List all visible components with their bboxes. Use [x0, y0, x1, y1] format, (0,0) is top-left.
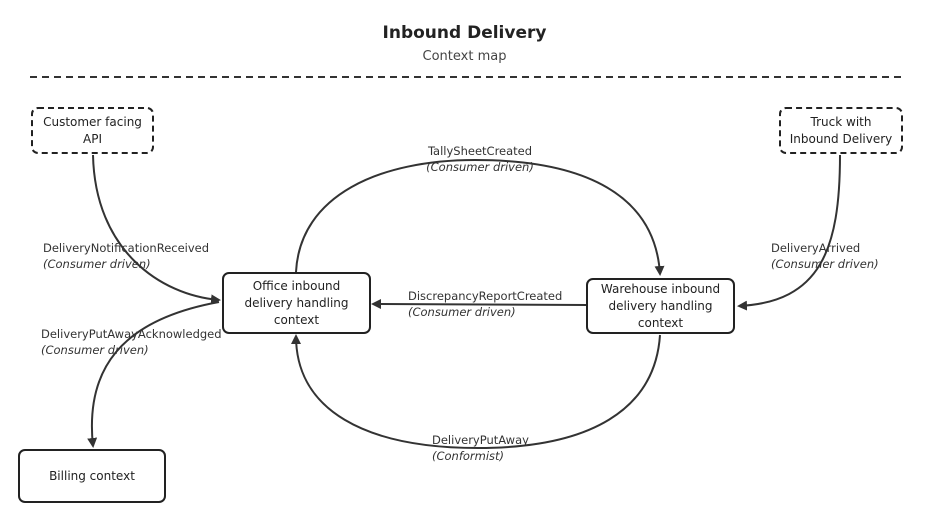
putaway-ack-event: DeliveryPutAwayAcknowledged — [41, 327, 222, 341]
edge-tally — [295, 158, 665, 276]
truck-box[interactable]: Truck with Inbound Delivery — [779, 107, 903, 154]
notification-type: (Consumer driven) — [43, 257, 151, 271]
arrived-label: DeliveryArrived (Consumer driven) — [771, 240, 879, 272]
discrepancy-label: DiscrepancyReportCreated (Consumer drive… — [408, 288, 562, 320]
discrepancy-event: DiscrepancyReportCreated — [408, 289, 563, 303]
edge-arrived — [737, 154, 841, 311]
warehouse-context-box[interactable]: Warehouse inbound delivery handling cont… — [586, 278, 735, 334]
tally-label: TallySheetCreated (Consumer driven) — [400, 143, 560, 175]
tally-type: (Consumer driven) — [426, 160, 534, 174]
arrived-event: DeliveryArrived — [771, 241, 861, 255]
putaway-ack-label: DeliveryPutAwayAcknowledged (Consumer dr… — [41, 326, 222, 358]
office-context-label: Office inbound delivery handling context — [244, 278, 349, 327]
discrepancy-type: (Consumer driven) — [408, 305, 516, 319]
customer-facing-api-box[interactable]: Customer facing API — [31, 107, 154, 154]
notification-label: DeliveryNotificationReceived (Consumer d… — [43, 240, 209, 272]
diagram-subtitle: Context map — [422, 49, 507, 64]
tally-event: TallySheetCreated — [427, 144, 533, 158]
truck-label: Truck with Inbound Delivery — [789, 114, 893, 146]
putaway-event: DeliveryPutAway — [432, 433, 529, 447]
customer-facing-api-label: Customer facing API — [43, 114, 142, 146]
edge-notification — [92, 154, 221, 305]
putaway-label: DeliveryPutAway (Conformist) — [432, 432, 529, 464]
warehouse-context-label: Warehouse inbound delivery handling cont… — [600, 281, 721, 330]
edge-discrepancy — [371, 299, 588, 310]
notification-event: DeliveryNotificationReceived — [43, 241, 210, 255]
office-context-box[interactable]: Office inbound delivery handling context — [222, 272, 371, 334]
billing-context-box[interactable]: Billing context — [18, 449, 166, 503]
putaway-type: (Conformist) — [432, 449, 505, 463]
diagram-title: Inbound Delivery — [382, 23, 547, 43]
arrived-type: (Consumer driven) — [771, 257, 879, 271]
billing-context-label: Billing context — [49, 468, 135, 483]
putaway-ack-type: (Consumer driven) — [41, 343, 149, 357]
edge-putaway — [291, 334, 661, 450]
edge-putaway-ack — [87, 301, 220, 448]
